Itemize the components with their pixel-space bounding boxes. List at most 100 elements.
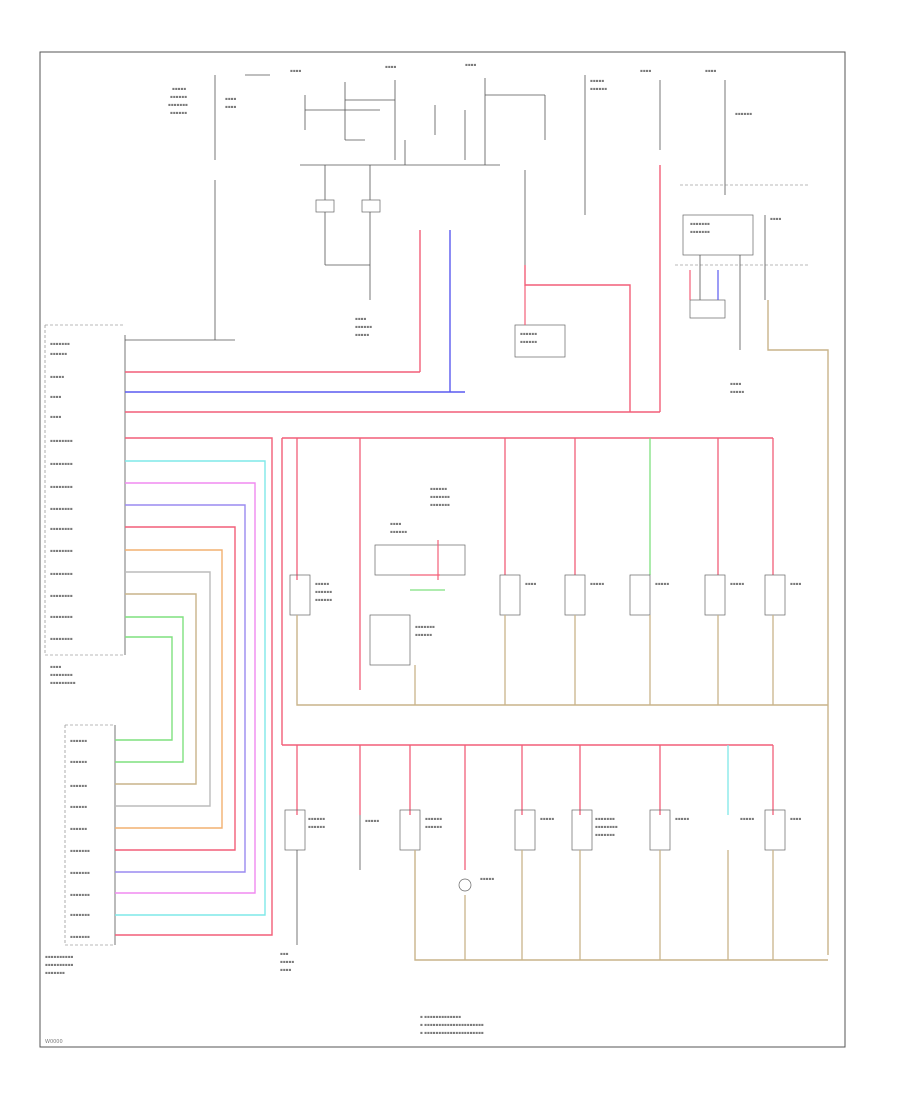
- svg-text:▪▪▪▪▪: ▪▪▪▪▪: [50, 374, 64, 379]
- svg-text:▪▪▪▪: ▪▪▪▪: [385, 64, 397, 69]
- svg-text:▪ ▪▪▪▪▪▪▪▪▪▪▪▪▪▪▪▪▪▪▪▪▪: ▪ ▪▪▪▪▪▪▪▪▪▪▪▪▪▪▪▪▪▪▪▪▪: [420, 1030, 484, 1035]
- svg-text:▪▪▪▪▪▪▪: ▪▪▪▪▪▪▪: [70, 934, 90, 939]
- svg-text:▪▪▪▪▪▪: ▪▪▪▪▪▪: [355, 324, 372, 329]
- svg-text:▪▪▪▪▪: ▪▪▪▪▪: [315, 581, 329, 586]
- diagram-frame: [39, 51, 846, 1048]
- svg-text:▪▪▪▪: ▪▪▪▪: [640, 68, 652, 73]
- svg-text:▪▪▪▪: ▪▪▪▪: [790, 581, 802, 586]
- svg-text:▪▪▪▪▪▪▪▪: ▪▪▪▪▪▪▪▪: [50, 506, 73, 511]
- svg-text:▪▪▪▪▪▪▪: ▪▪▪▪▪▪▪: [70, 892, 90, 897]
- svg-text:▪▪▪▪▪: ▪▪▪▪▪: [590, 78, 604, 83]
- svg-text:▪▪▪▪▪: ▪▪▪▪▪: [655, 581, 669, 586]
- svg-text:▪▪▪▪▪▪: ▪▪▪▪▪▪: [315, 589, 332, 594]
- svg-text:▪▪▪▪▪: ▪▪▪▪▪: [540, 816, 554, 821]
- lower-module-row: ▪▪▪▪▪▪ ▪▪▪▪▪▪ ▪▪▪▪▪ ▪▪▪▪▪▪ ▪▪▪▪▪▪ ▪▪▪▪▪ …: [280, 744, 828, 972]
- svg-text:▪▪▪▪▪▪▪▪: ▪▪▪▪▪▪▪▪: [595, 824, 618, 829]
- svg-text:▪▪▪▪▪▪: ▪▪▪▪▪▪: [170, 110, 187, 115]
- svg-text:▪▪▪▪▪▪: ▪▪▪▪▪▪: [415, 632, 432, 637]
- svg-text:▪▪▪▪: ▪▪▪▪: [705, 68, 717, 73]
- svg-text:▪▪▪▪▪▪▪▪: ▪▪▪▪▪▪▪▪: [50, 461, 73, 466]
- svg-text:▪▪▪▪▪: ▪▪▪▪▪: [675, 816, 689, 821]
- svg-text:▪▪▪▪▪▪▪: ▪▪▪▪▪▪▪: [415, 624, 435, 629]
- svg-text:▪▪▪▪: ▪▪▪▪: [390, 521, 402, 526]
- svg-text:▪▪▪▪▪▪: ▪▪▪▪▪▪: [425, 824, 442, 829]
- svg-text:▪▪▪▪▪▪▪: ▪▪▪▪▪▪▪: [168, 102, 188, 107]
- svg-text:▪▪▪▪▪▪: ▪▪▪▪▪▪: [520, 339, 537, 344]
- svg-text:▪▪▪▪▪▪▪: ▪▪▪▪▪▪▪: [45, 970, 65, 975]
- svg-text:▪▪▪▪▪▪▪▪: ▪▪▪▪▪▪▪▪: [50, 614, 73, 619]
- top-labels: ▪▪▪▪▪ ▪▪▪▪▪▪ ▪▪▪▪▪▪▪ ▪▪▪▪▪▪ ▪▪▪▪ ▪▪▪▪ ▪▪…: [168, 62, 782, 394]
- control-unit-left: ▪▪▪▪▪▪▪ ▪▪▪▪▪▪ ▪▪▪▪▪ ▪▪▪▪ ▪▪▪▪ ▪▪▪▪▪▪▪▪ …: [44, 324, 126, 685]
- svg-text:▪▪▪▪▪▪: ▪▪▪▪▪▪: [315, 597, 332, 602]
- svg-text:▪▪▪▪▪▪▪▪: ▪▪▪▪▪▪▪▪: [50, 548, 73, 553]
- svg-text:▪▪▪▪▪▪▪: ▪▪▪▪▪▪▪: [430, 502, 450, 507]
- vertical-feeds: [419, 165, 829, 955]
- figure-code: W0000: [45, 1039, 63, 1045]
- svg-text:▪▪▪▪: ▪▪▪▪: [50, 394, 62, 399]
- svg-text:▪▪▪▪▪: ▪▪▪▪▪: [480, 876, 494, 881]
- svg-text:▪▪▪▪: ▪▪▪▪: [225, 96, 237, 101]
- svg-text:▪▪▪▪▪▪: ▪▪▪▪▪▪: [308, 816, 325, 821]
- svg-text:▪▪▪▪▪: ▪▪▪▪▪: [740, 816, 754, 821]
- svg-text:▪▪▪▪▪: ▪▪▪▪▪: [280, 959, 294, 964]
- svg-text:▪▪▪▪: ▪▪▪▪: [290, 68, 302, 73]
- svg-text:▪▪▪▪▪: ▪▪▪▪▪: [365, 818, 379, 823]
- svg-text:▪▪▪▪▪▪▪: ▪▪▪▪▪▪▪: [430, 494, 450, 499]
- svg-text:▪▪▪▪▪▪▪: ▪▪▪▪▪▪▪: [70, 870, 90, 875]
- svg-text:▪▪▪▪▪▪▪▪▪▪: ▪▪▪▪▪▪▪▪▪▪: [45, 962, 74, 967]
- svg-text:▪▪▪▪▪: ▪▪▪▪▪: [355, 332, 369, 337]
- svg-text:▪▪▪▪▪▪▪▪: ▪▪▪▪▪▪▪▪: [50, 484, 73, 489]
- svg-text:▪▪▪▪▪▪▪▪▪: ▪▪▪▪▪▪▪▪▪: [50, 680, 76, 685]
- svg-text:▪▪▪▪▪▪: ▪▪▪▪▪▪: [50, 351, 67, 356]
- svg-text:▪▪▪▪▪: ▪▪▪▪▪: [730, 581, 744, 586]
- svg-text:▪▪▪▪: ▪▪▪▪: [770, 216, 782, 221]
- svg-text:▪▪▪▪: ▪▪▪▪: [525, 581, 537, 586]
- svg-text:▪▪▪▪: ▪▪▪▪: [280, 967, 292, 972]
- svg-text:▪▪▪▪▪▪▪▪: ▪▪▪▪▪▪▪▪: [50, 636, 73, 641]
- svg-text:▪▪▪▪▪▪▪▪: ▪▪▪▪▪▪▪▪: [50, 438, 73, 443]
- svg-text:▪▪▪▪▪▪▪▪: ▪▪▪▪▪▪▪▪: [50, 672, 73, 677]
- svg-text:▪▪▪▪▪▪▪▪: ▪▪▪▪▪▪▪▪: [50, 593, 73, 598]
- top-power-section: [214, 74, 810, 358]
- svg-text:▪▪▪▪▪▪: ▪▪▪▪▪▪: [520, 331, 537, 336]
- svg-text:▪▪▪▪▪: ▪▪▪▪▪: [590, 581, 604, 586]
- svg-text:▪▪▪▪▪▪: ▪▪▪▪▪▪: [70, 804, 87, 809]
- svg-text:▪▪▪▪▪▪: ▪▪▪▪▪▪: [425, 816, 442, 821]
- svg-text:▪▪▪▪▪▪▪▪: ▪▪▪▪▪▪▪▪: [50, 571, 73, 576]
- svg-text:▪▪▪▪▪▪: ▪▪▪▪▪▪: [430, 486, 447, 491]
- svg-text:▪▪▪▪: ▪▪▪▪: [355, 316, 367, 321]
- svg-text:▪▪▪▪: ▪▪▪▪: [50, 664, 62, 669]
- svg-text:▪▪▪▪▪▪▪: ▪▪▪▪▪▪▪: [70, 848, 90, 853]
- svg-text:▪▪▪▪: ▪▪▪▪: [50, 414, 62, 419]
- svg-text:▪▪▪▪: ▪▪▪▪: [225, 104, 237, 109]
- svg-text:▪▪▪▪: ▪▪▪▪: [465, 62, 477, 67]
- legend-notes: ▪ ▪▪▪▪▪▪▪▪▪▪▪▪▪ ▪ ▪▪▪▪▪▪▪▪▪▪▪▪▪▪▪▪▪▪▪▪▪ …: [420, 1014, 484, 1035]
- svg-text:▪▪▪▪▪▪: ▪▪▪▪▪▪: [70, 783, 87, 788]
- svg-text:▪▪▪▪▪▪: ▪▪▪▪▪▪: [70, 826, 87, 831]
- svg-text:▪▪▪▪: ▪▪▪▪: [790, 816, 802, 821]
- svg-text:▪▪▪▪▪▪▪: ▪▪▪▪▪▪▪: [690, 221, 710, 226]
- svg-text:▪▪▪▪▪: ▪▪▪▪▪: [172, 86, 186, 91]
- svg-text:▪ ▪▪▪▪▪▪▪▪▪▪▪▪▪: ▪ ▪▪▪▪▪▪▪▪▪▪▪▪▪: [420, 1014, 461, 1019]
- svg-text:▪▪▪▪▪▪: ▪▪▪▪▪▪: [70, 738, 87, 743]
- svg-text:▪▪▪▪▪▪: ▪▪▪▪▪▪: [390, 529, 407, 534]
- svg-text:▪▪▪▪▪▪: ▪▪▪▪▪▪: [735, 111, 752, 116]
- upper-module-row: ▪▪▪▪▪ ▪▪▪▪▪▪ ▪▪▪▪▪▪ ▪▪▪▪ ▪▪▪▪▪▪ ▪▪▪▪▪▪ ▪…: [281, 437, 828, 745]
- svg-text:▪ ▪▪▪▪▪▪▪▪▪▪▪▪▪▪▪▪▪▪▪▪▪: ▪ ▪▪▪▪▪▪▪▪▪▪▪▪▪▪▪▪▪▪▪▪▪: [420, 1022, 484, 1027]
- svg-text:▪▪▪▪▪: ▪▪▪▪▪: [730, 389, 744, 394]
- svg-text:▪▪▪▪▪▪: ▪▪▪▪▪▪: [70, 759, 87, 764]
- svg-text:▪▪▪▪▪▪▪▪: ▪▪▪▪▪▪▪▪: [50, 526, 73, 531]
- svg-text:▪▪▪▪▪▪▪: ▪▪▪▪▪▪▪: [595, 816, 615, 821]
- svg-text:▪▪▪▪▪▪▪: ▪▪▪▪▪▪▪: [70, 912, 90, 917]
- control-unit-bottom-left: ▪▪▪▪▪▪ ▪▪▪▪▪▪ ▪▪▪▪▪▪ ▪▪▪▪▪▪ ▪▪▪▪▪▪ ▪▪▪▪▪…: [45, 724, 116, 975]
- svg-text:▪▪▪▪▪▪: ▪▪▪▪▪▪: [308, 824, 325, 829]
- svg-text:▪▪▪▪▪▪▪: ▪▪▪▪▪▪▪: [50, 341, 70, 346]
- svg-text:▪▪▪▪▪▪: ▪▪▪▪▪▪: [590, 86, 607, 91]
- svg-text:▪▪▪▪▪▪▪: ▪▪▪▪▪▪▪: [690, 229, 710, 234]
- svg-text:▪▪▪: ▪▪▪: [280, 951, 289, 956]
- svg-text:▪▪▪▪▪▪▪▪▪▪: ▪▪▪▪▪▪▪▪▪▪: [45, 954, 74, 959]
- wire-harness-left: [115, 339, 660, 936]
- svg-text:▪▪▪▪▪▪: ▪▪▪▪▪▪: [170, 94, 187, 99]
